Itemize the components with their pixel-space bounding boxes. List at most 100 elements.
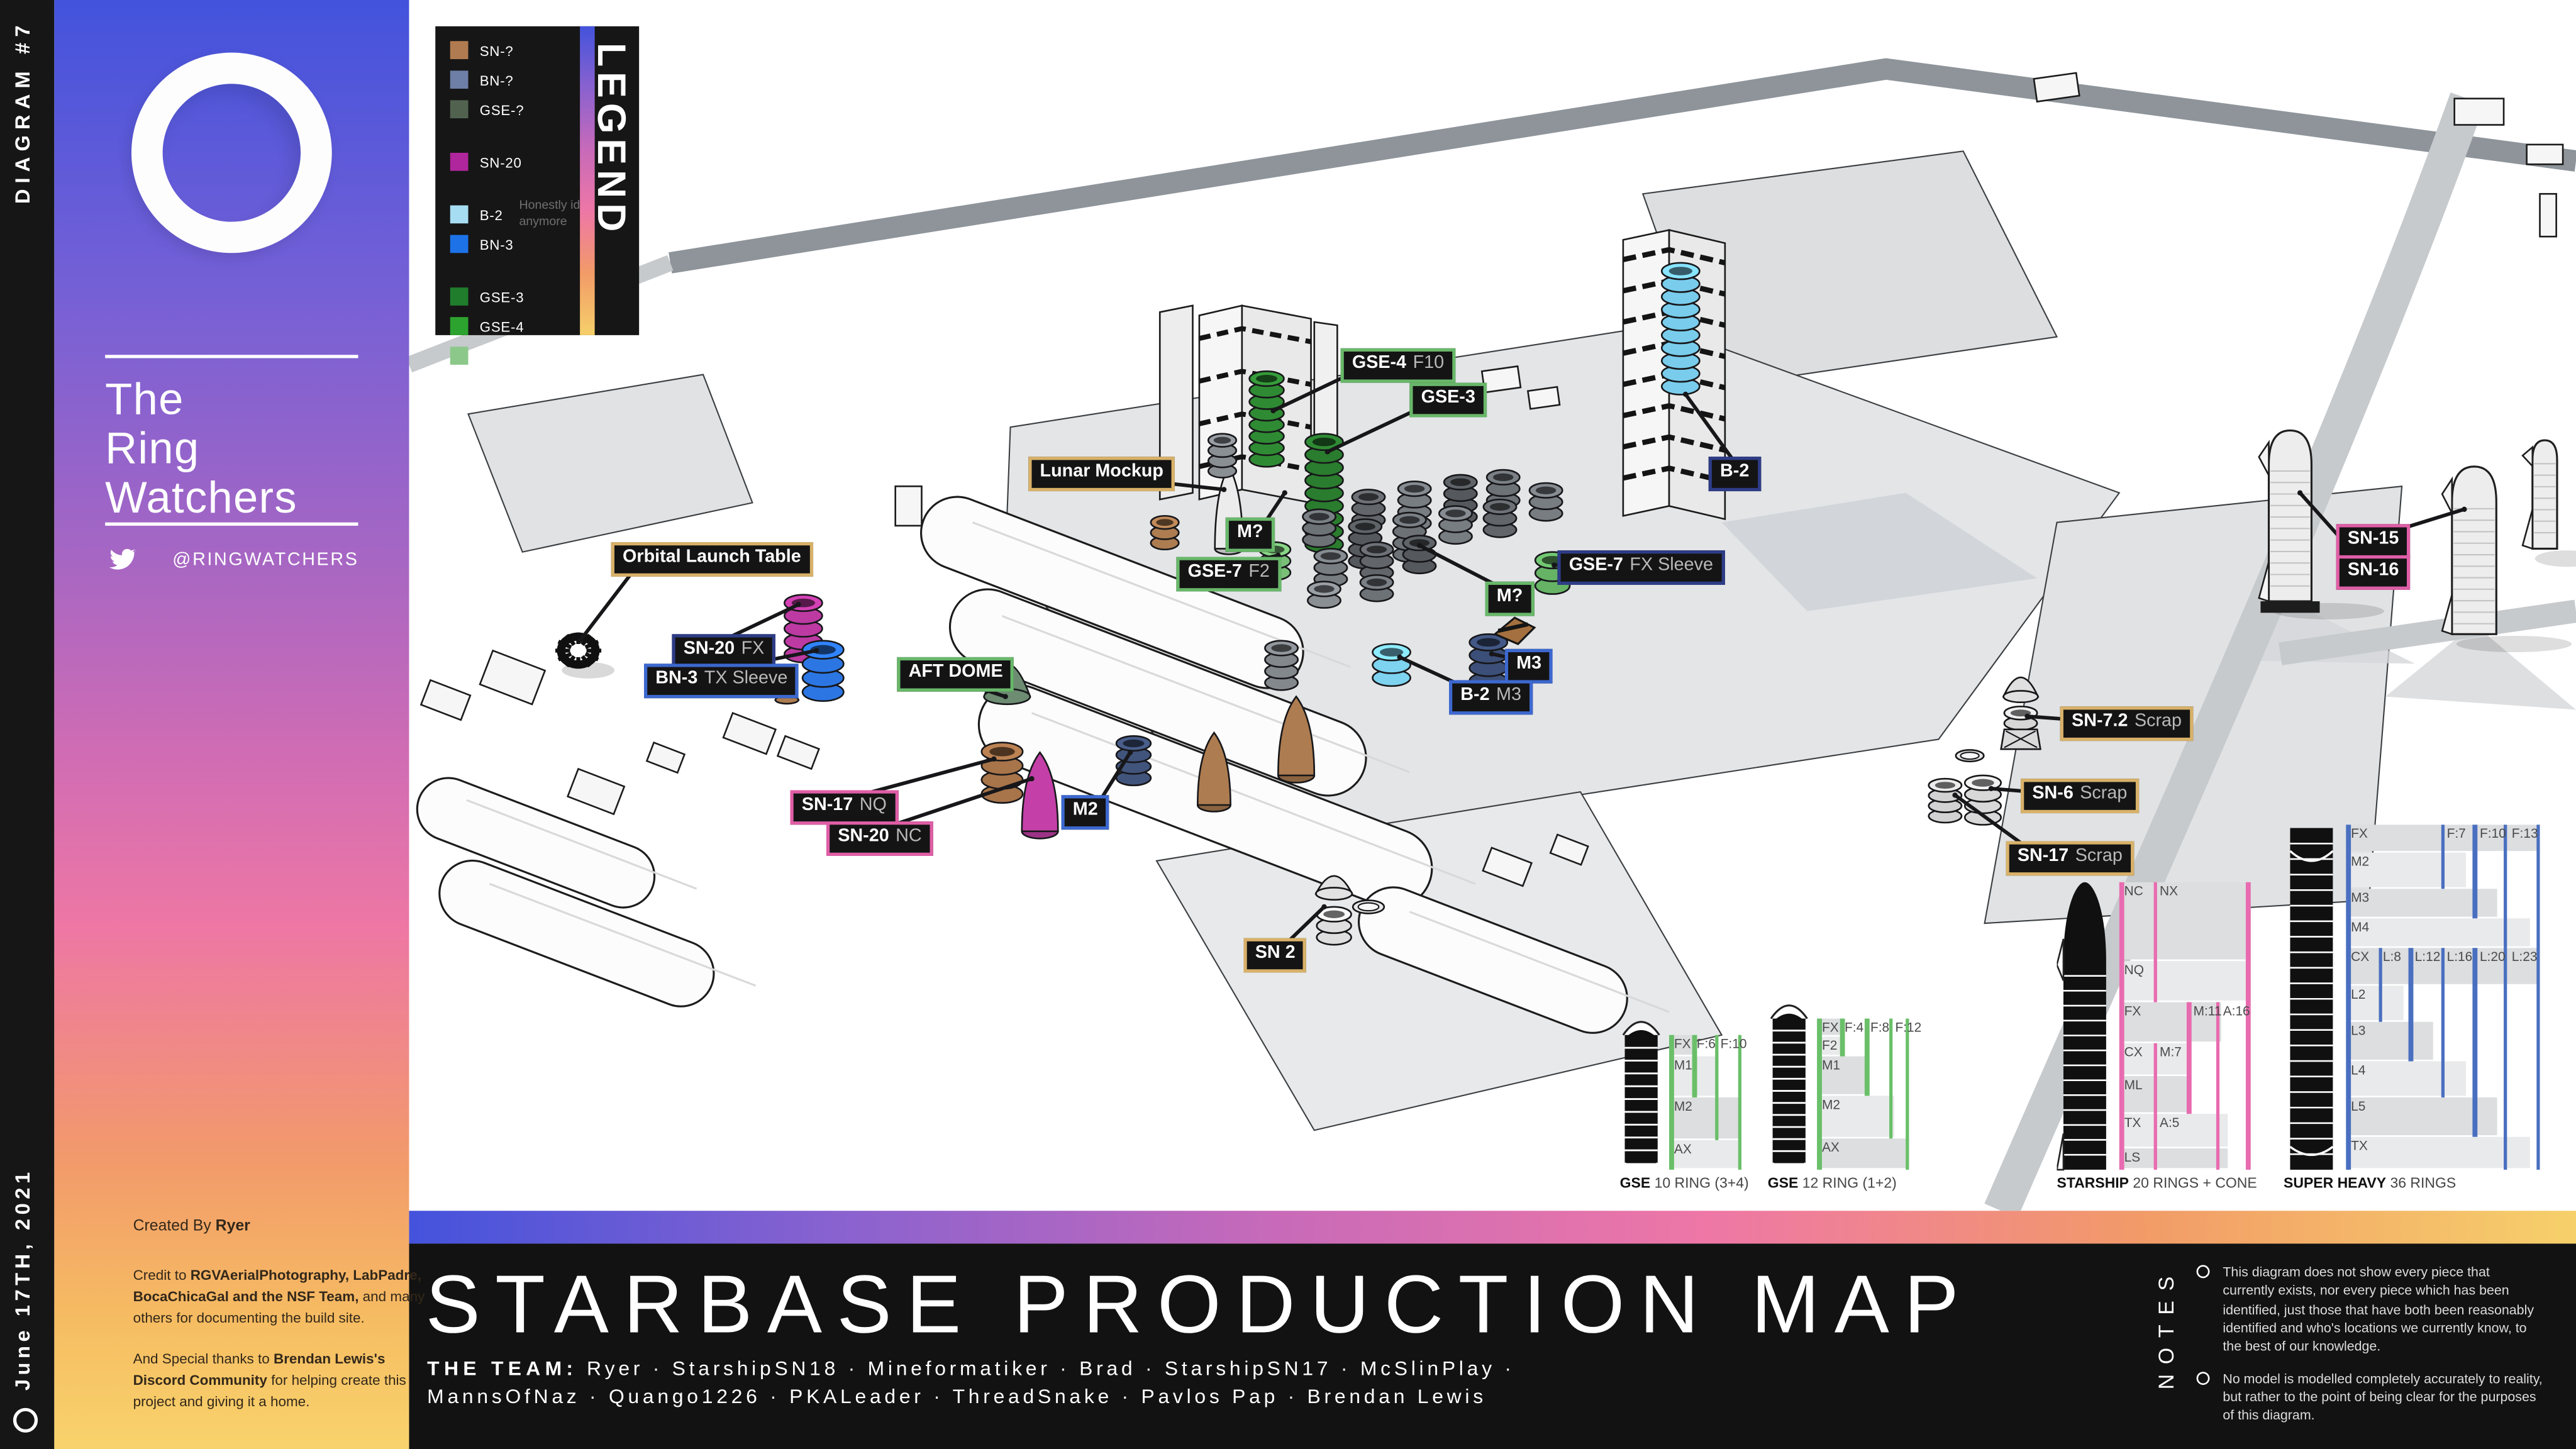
brown-wedge bbox=[1493, 616, 1536, 645]
note-bullet-icon bbox=[2196, 1371, 2210, 1384]
silhouette-starship bbox=[2057, 882, 2106, 1171]
ring-stack bbox=[1482, 498, 1518, 538]
map-label-lunar-mockup: Lunar Mockup bbox=[1028, 457, 1175, 491]
section-m1: M1 bbox=[1817, 1055, 1870, 1094]
divider bbox=[105, 355, 358, 358]
note-item: This diagram does not show every piece t… bbox=[2193, 1263, 2545, 1357]
bracket-label-l-20: L:20 bbox=[2479, 950, 2506, 965]
map-objects-layer bbox=[555, 262, 2576, 946]
b2-m3-rings bbox=[1372, 643, 1411, 687]
sn2-rings bbox=[1316, 906, 1352, 946]
bracket-line bbox=[1669, 1035, 1674, 1170]
legend-swatch bbox=[450, 205, 469, 224]
section-tx: TX bbox=[2119, 1114, 2228, 1148]
ring-stack bbox=[1302, 508, 1337, 548]
bracket-line bbox=[2346, 824, 2350, 1170]
bracket-label-a-16: A:16 bbox=[2223, 1004, 2250, 1019]
sn20-nose-cone bbox=[1021, 751, 1059, 840]
twitter-handle: @RINGWATCHERS bbox=[172, 549, 359, 570]
bracket-line bbox=[1692, 1035, 1697, 1097]
ring-stack bbox=[1528, 482, 1563, 522]
legend-item: SN-? bbox=[450, 40, 525, 61]
diagram-number: DIAGRAM #7 bbox=[11, 19, 35, 204]
legend-label: GSE-7 bbox=[479, 347, 525, 364]
credit-text: Credit to RGVAerialPhotography, LabPadre… bbox=[133, 1267, 425, 1326]
sn17-scrap-rings bbox=[1928, 777, 1963, 824]
section-l4: L4 bbox=[2346, 1060, 2467, 1096]
legend-swatch bbox=[450, 287, 469, 306]
map-label-m-: M? bbox=[1485, 581, 1535, 616]
legend-label: GSE-? bbox=[479, 101, 525, 118]
scrap-ring bbox=[1955, 749, 1985, 763]
org-name: The Ring Watchers bbox=[105, 375, 297, 524]
left-black-strip: DIAGRAM #7 June 17TH, 2021 bbox=[0, 0, 55, 1449]
ring-stack bbox=[1307, 580, 1341, 609]
notes: NOTES This diagram does not show every p… bbox=[2154, 1253, 2565, 1438]
section-m2: M2 bbox=[2346, 853, 2467, 888]
notes-title: NOTES bbox=[2153, 1267, 2179, 1390]
bracket-line bbox=[2408, 948, 2413, 1061]
map-label-aft-dome: AFT DOME bbox=[897, 657, 1014, 692]
bracket-label-l-23: L:23 bbox=[2511, 950, 2538, 965]
legend-swatch bbox=[450, 152, 469, 171]
legend-swatch bbox=[450, 70, 469, 89]
sn72-skirt bbox=[2000, 728, 2041, 750]
sn15-rocket bbox=[2441, 465, 2572, 653]
bracket-line bbox=[2153, 1044, 2158, 1114]
bracket-line bbox=[1817, 1018, 1821, 1170]
divider bbox=[105, 522, 358, 526]
team-line-2: MannsOfNaz · Quango1226 · PKALeader · Th… bbox=[427, 1385, 1487, 1409]
legend-item: BN-? bbox=[450, 69, 525, 91]
bracket-line bbox=[2503, 948, 2508, 1170]
legend-item: GSE-4 bbox=[450, 316, 525, 337]
twitter-row[interactable]: @RINGWATCHERS bbox=[108, 545, 371, 573]
legend-label: BN-? bbox=[479, 71, 514, 88]
bracket-line bbox=[2473, 948, 2477, 1137]
sidebar: The Ring Watchers @RINGWATCHERS Created … bbox=[54, 0, 425, 1449]
bracket-label-f-10: F:10 bbox=[2479, 826, 2506, 841]
bracket-label-f-4: F:4 bbox=[1845, 1020, 1864, 1035]
map-label-m2: M2 bbox=[1061, 795, 1109, 830]
b2-rings bbox=[1660, 262, 1701, 396]
note-bullet-icon bbox=[2196, 1265, 2210, 1279]
legend-swatch bbox=[450, 317, 469, 335]
legend-item: BN-3 bbox=[450, 233, 525, 255]
bracket-line bbox=[2153, 1114, 2158, 1170]
created-by: Created By Ryer bbox=[133, 1217, 250, 1236]
bracket-label-f-7: F:7 bbox=[2446, 826, 2466, 841]
map-label-sn-15: SN-15 bbox=[2336, 524, 2411, 558]
legend-label: SN-20 bbox=[479, 153, 522, 170]
legend-item: GSE-? bbox=[450, 99, 525, 120]
notes-list: This diagram does not show every piece t… bbox=[2193, 1263, 2545, 1425]
caption-starship: STARSHIP 20 RINGS + CONE bbox=[2057, 1174, 2257, 1191]
bracket-label-l-8: L:8 bbox=[2382, 950, 2401, 965]
legend-swatch bbox=[450, 347, 469, 365]
bracket-line bbox=[2503, 824, 2508, 948]
bracket-label-nx: NX bbox=[2160, 884, 2179, 899]
section-ls: LS bbox=[2119, 1148, 2228, 1169]
bare-ring bbox=[1352, 899, 1385, 914]
map-background bbox=[406, 58, 2576, 1211]
bracket-label-l-16: L:16 bbox=[2446, 950, 2473, 965]
caption-gse10: GSE 10 RING (3+4) bbox=[1619, 1174, 1749, 1191]
map-label-orbital-launch-table: Orbital Launch Table bbox=[611, 542, 813, 577]
legend-swatch bbox=[450, 100, 469, 119]
ring-stack bbox=[1359, 574, 1394, 602]
org-name-line: Watchers bbox=[105, 474, 297, 523]
section-nq: NQ bbox=[2119, 960, 2250, 1001]
sn2-dome bbox=[1314, 875, 1354, 901]
legend-label: GSE-3 bbox=[479, 288, 525, 305]
ring-watchers-logo bbox=[131, 52, 332, 253]
map-label-sn-16: SN-16 bbox=[2336, 555, 2411, 590]
bracket-label-f-13: F:13 bbox=[2511, 826, 2538, 841]
bracket-label-f-12: F:12 bbox=[1895, 1020, 1922, 1035]
bracket-label-f-8: F:8 bbox=[1870, 1020, 1890, 1035]
